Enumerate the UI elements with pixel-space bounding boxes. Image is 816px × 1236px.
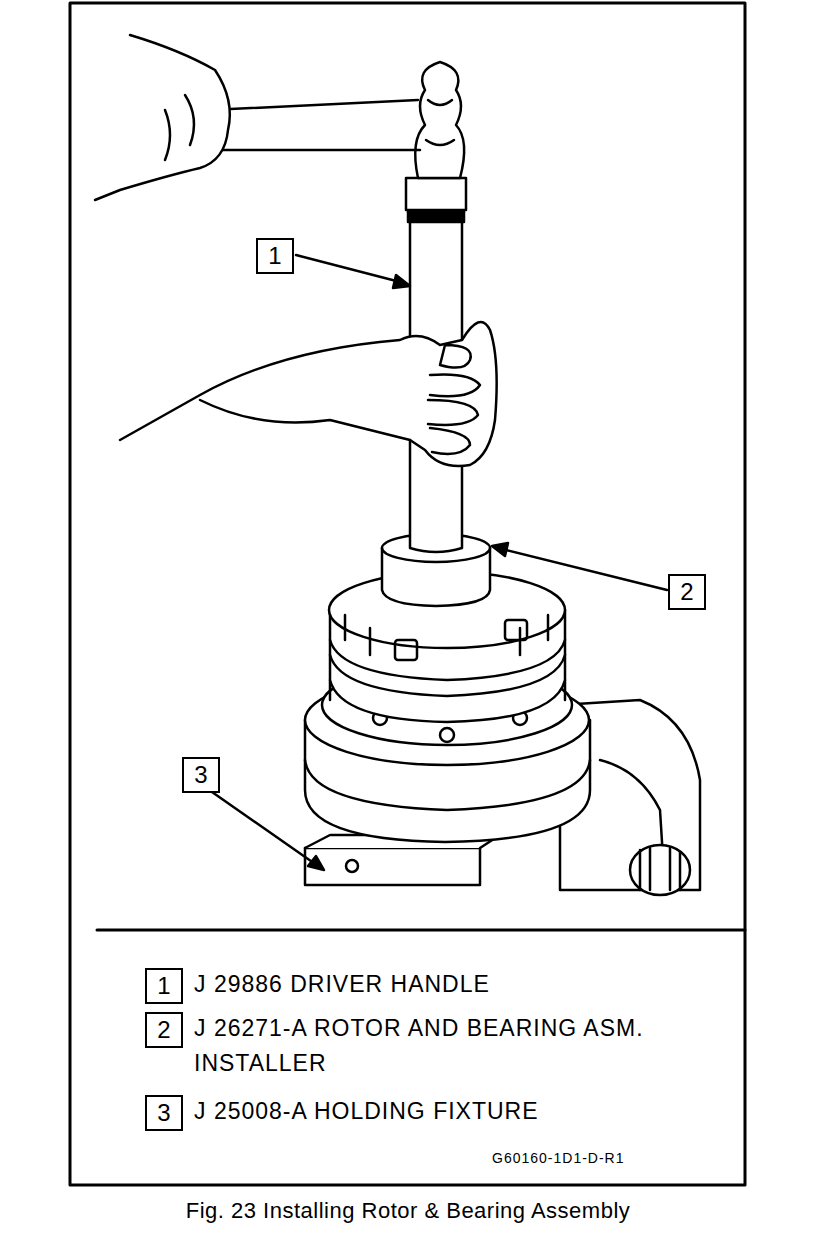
key-number-box: 3 xyxy=(145,1095,183,1131)
callout-box: 3 xyxy=(182,757,220,793)
figure-code: G60160-1D1-D-R1 xyxy=(492,1150,625,1166)
callout-number: 1 xyxy=(157,974,170,998)
tool-name: J 25008-A HOLDING FIXTURE xyxy=(194,1094,714,1129)
callout-box: 1 xyxy=(256,238,294,274)
callout-number: 2 xyxy=(680,580,693,604)
callout-number: 3 xyxy=(194,763,207,787)
tool-name: J 29886 DRIVER HANDLE xyxy=(194,967,714,1002)
tool-name: J 26271-A ROTOR AND BEARING ASM. INSTALL… xyxy=(194,1011,714,1081)
callout-box: 2 xyxy=(668,574,706,610)
figure-caption: Fig. 23 Installing Rotor & Bearing Assem… xyxy=(186,1198,631,1224)
callout-number: 3 xyxy=(157,1101,170,1125)
key-number-box: 1 xyxy=(145,968,183,1004)
callout-number: 2 xyxy=(157,1018,170,1042)
callout-number: 1 xyxy=(268,244,281,268)
key-number-box: 2 xyxy=(145,1012,183,1048)
